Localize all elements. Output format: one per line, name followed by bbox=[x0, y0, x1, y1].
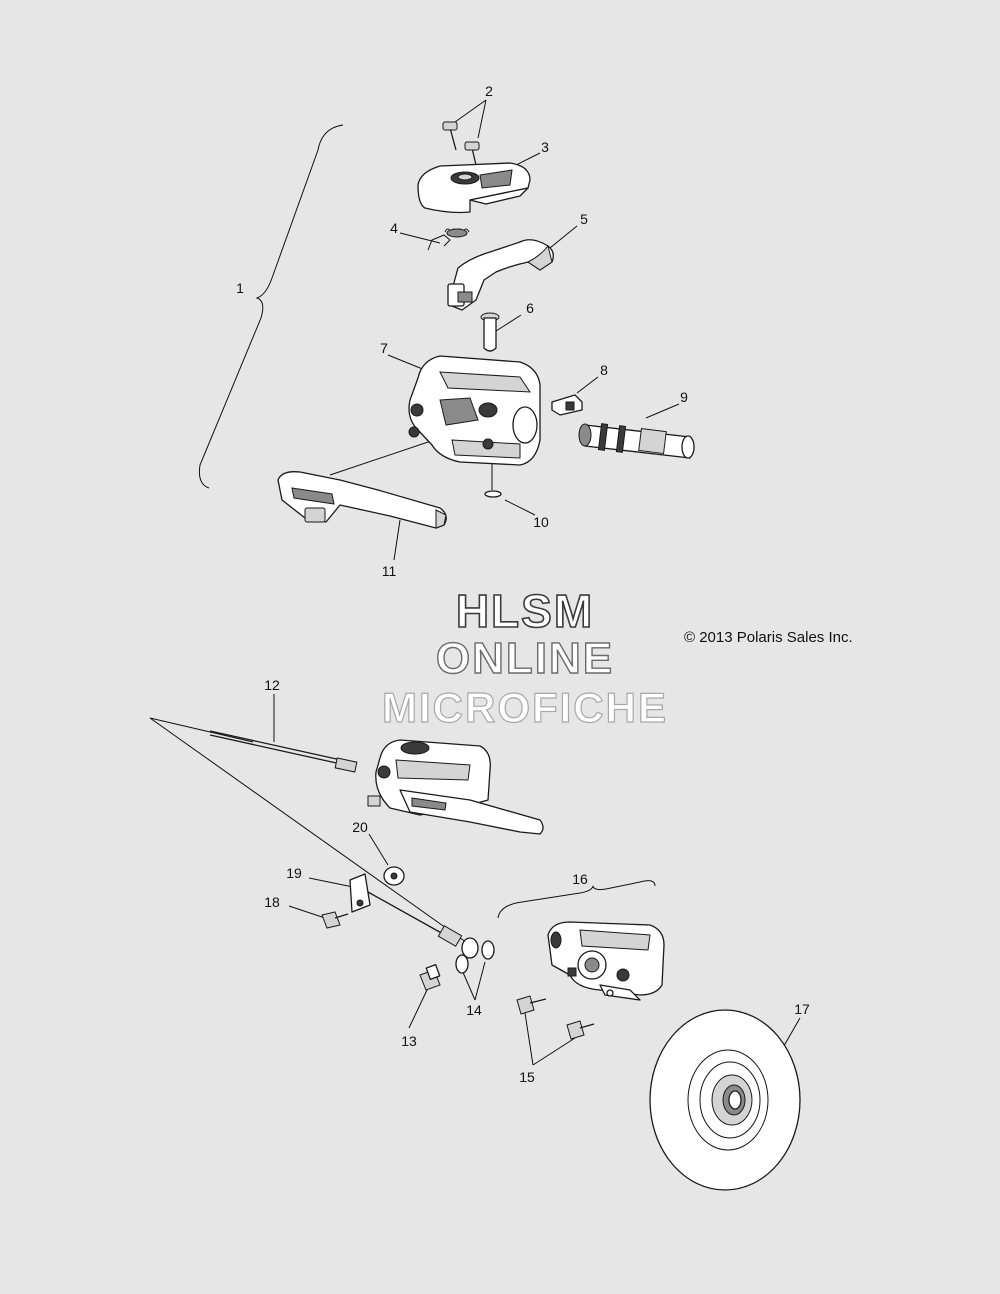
watermark-line-2: ONLINE bbox=[435, 633, 615, 683]
master-cylinder-body bbox=[408, 355, 541, 466]
master-cylinder-assembly bbox=[367, 739, 544, 835]
pivot-pin bbox=[480, 312, 500, 352]
callout-1: 1 bbox=[236, 280, 244, 296]
master-piston bbox=[578, 423, 695, 459]
callout-10: 10 bbox=[533, 514, 549, 530]
washer-20 bbox=[383, 866, 405, 886]
callout-17: 17 bbox=[794, 1001, 810, 1017]
callout-labels: 1 2 3 4 5 6 7 8 9 10 11 12 13 14 15 16 1… bbox=[236, 83, 810, 1085]
callout-4: 4 bbox=[390, 220, 398, 236]
callout-9: 9 bbox=[680, 389, 688, 405]
bolt-18 bbox=[321, 911, 349, 929]
retaining-clip bbox=[484, 490, 502, 498]
crush-washer-a bbox=[455, 954, 469, 974]
callout-11: 11 bbox=[382, 563, 397, 579]
brake-disc bbox=[649, 1009, 801, 1191]
watermark-line-1: HLSM bbox=[455, 584, 595, 638]
caliper-bolt-lower bbox=[566, 1020, 595, 1040]
callout-14: 14 bbox=[466, 1002, 482, 1018]
watermark-line-3: MICROFICHE bbox=[381, 683, 668, 731]
callout-6: 6 bbox=[526, 300, 534, 316]
callout-19: 19 bbox=[286, 865, 302, 881]
brake-lever bbox=[277, 471, 447, 529]
callout-3: 3 bbox=[541, 139, 549, 155]
brake-switch bbox=[551, 394, 583, 416]
assembly-brace-16 bbox=[497, 880, 656, 919]
callout-13: 13 bbox=[401, 1033, 417, 1049]
callout-2: 2 bbox=[485, 83, 493, 99]
line-bracket bbox=[349, 873, 371, 913]
cover-screw-left bbox=[442, 121, 458, 151]
crush-washer-b bbox=[481, 940, 495, 960]
assembly-brace-1 bbox=[198, 124, 344, 489]
callout-20: 20 bbox=[352, 819, 368, 835]
callout-15: 15 bbox=[519, 1069, 535, 1085]
brake-caliper bbox=[547, 921, 665, 1001]
brake-lever-upper bbox=[447, 239, 554, 311]
banjo-bolt-13 bbox=[419, 964, 441, 991]
callout-12: 12 bbox=[264, 677, 280, 693]
cover-screw-right bbox=[464, 141, 480, 166]
callout-7: 7 bbox=[380, 340, 388, 356]
callout-16: 16 bbox=[572, 871, 588, 887]
brake-hose bbox=[367, 891, 479, 959]
callout-5: 5 bbox=[580, 211, 588, 227]
callout-8: 8 bbox=[600, 362, 608, 378]
copyright-notice: © 2013 Polaris Sales Inc. bbox=[684, 629, 853, 646]
brake-line-upper bbox=[209, 730, 358, 773]
caliper-bolt-upper bbox=[516, 995, 547, 1015]
leader-lines bbox=[149, 99, 801, 1071]
callout-18: 18 bbox=[264, 894, 280, 910]
reservoir-cover bbox=[417, 162, 531, 214]
lever-spring bbox=[427, 228, 470, 251]
